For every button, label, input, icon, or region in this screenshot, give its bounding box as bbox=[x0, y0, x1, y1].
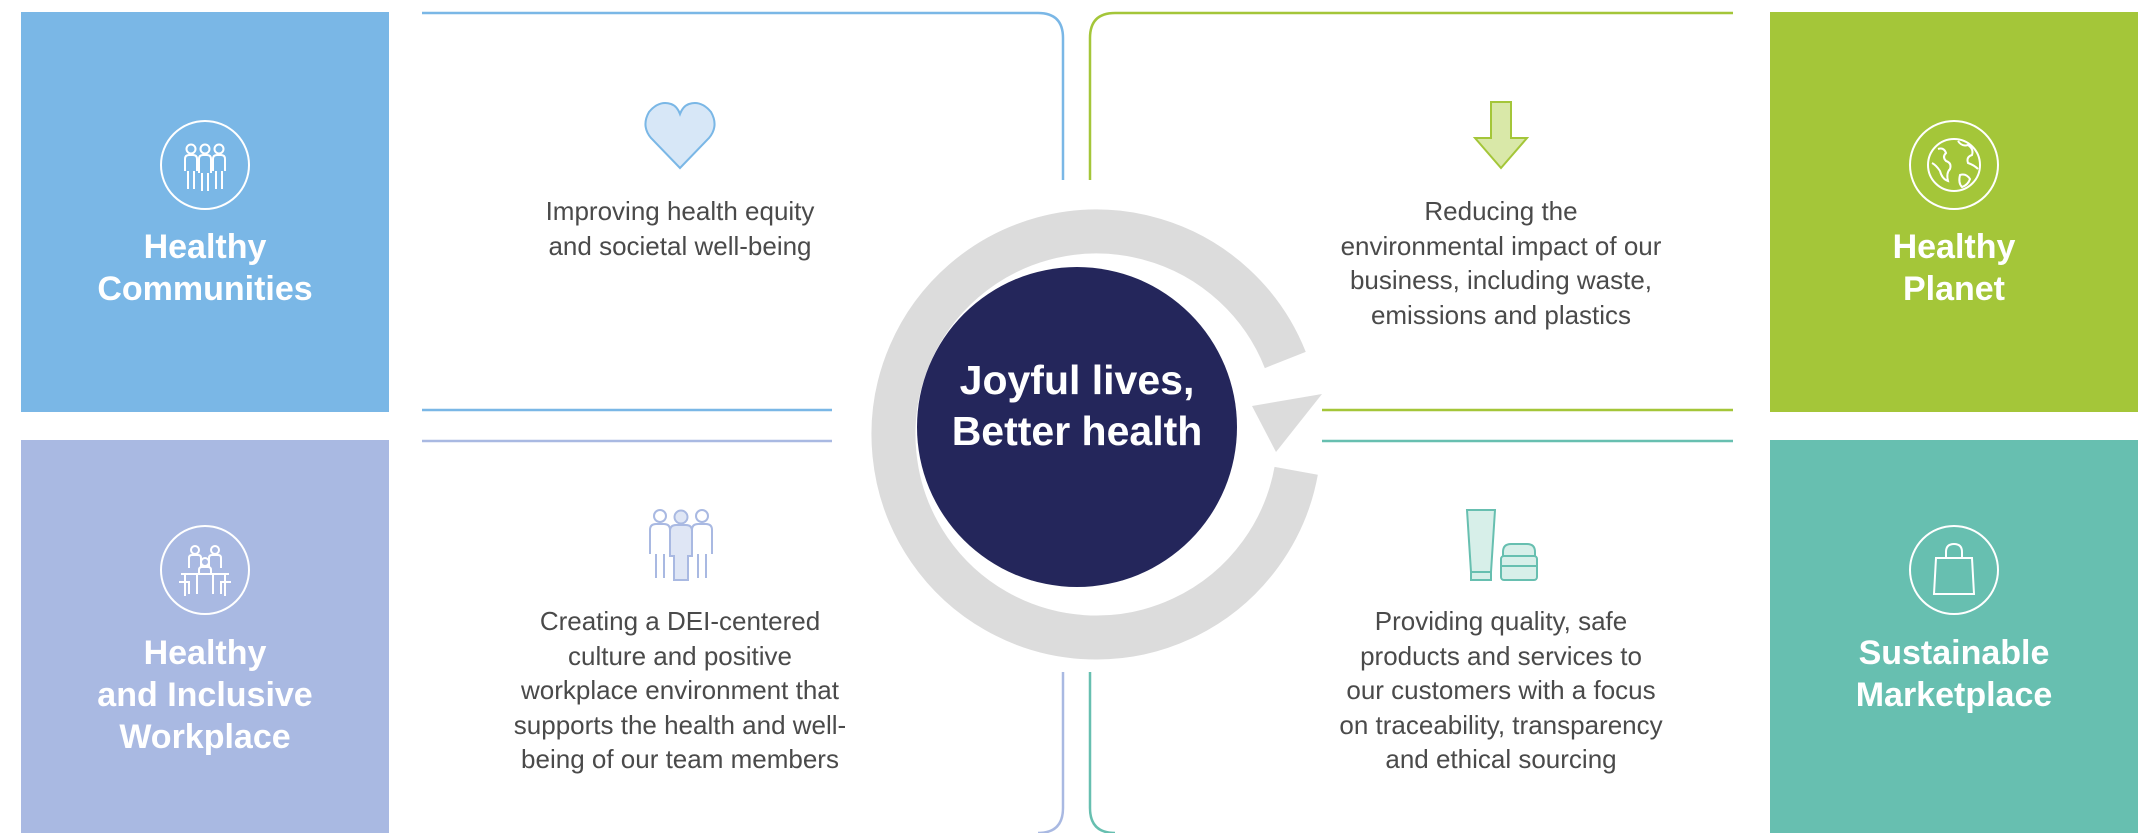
title-line: and Inclusive bbox=[97, 676, 313, 714]
description-line: and societal well-being bbox=[548, 230, 812, 261]
description-line: products and services to bbox=[1360, 640, 1642, 671]
healthy-planet-title: Healthy Planet bbox=[1770, 226, 2138, 310]
description-line: emissions and plastics bbox=[1370, 299, 1632, 330]
title-line: Healthy bbox=[143, 634, 267, 672]
meeting-table-icon bbox=[159, 524, 251, 616]
healthy-communities-box: Healthy Communities bbox=[21, 12, 389, 412]
cosmetics-icon bbox=[1463, 508, 1539, 584]
planet-frame-top bbox=[1088, 11, 1733, 180]
description-line: business, including waste, bbox=[1349, 265, 1653, 295]
title-line: Marketplace bbox=[1855, 676, 2053, 714]
description-line: supports the health and well- bbox=[513, 709, 847, 740]
title-line: Healthy bbox=[143, 228, 267, 266]
team-members-icon bbox=[644, 508, 718, 582]
description-line: workplace environment that bbox=[521, 675, 839, 705]
description-line: Reducing the bbox=[1424, 196, 1578, 226]
center-text: Joyful lives, Better health bbox=[916, 355, 1238, 457]
heart-icon bbox=[643, 100, 717, 172]
healthy-inclusive-workplace-box: Healthy and Inclusive Workplace bbox=[21, 440, 389, 833]
sustainable-marketplace-title: Sustainable Marketplace bbox=[1770, 632, 2138, 716]
description-line: on traceability, transparency bbox=[1339, 709, 1663, 740]
workplace-description: Creating a DEI-centered culture and posi… bbox=[470, 604, 890, 777]
description-line: environmental impact of our bbox=[1340, 230, 1662, 261]
center-circle bbox=[917, 267, 1237, 587]
description-line: our customers with a focus bbox=[1346, 675, 1656, 705]
title-line: Planet bbox=[1902, 270, 2006, 308]
center-line-1: Joyful lives, bbox=[959, 357, 1195, 403]
sustainable-marketplace-box: Sustainable Marketplace bbox=[1770, 440, 2138, 833]
community-people-icon bbox=[159, 119, 251, 211]
title-line: Workplace bbox=[119, 718, 291, 756]
planet-description: Reducing the environmental impact of our… bbox=[1296, 194, 1706, 332]
description-line: and ethical sourcing bbox=[1385, 744, 1617, 774]
description-line: Improving health equity bbox=[545, 196, 815, 226]
shopping-bag-icon bbox=[1908, 524, 2000, 616]
center-line-2: Better health bbox=[951, 408, 1203, 454]
cycle-arrow-head bbox=[1252, 394, 1322, 452]
communities-description: Improving health equity and societal wel… bbox=[470, 194, 890, 263]
cycle-arrow-ring bbox=[871, 209, 1318, 660]
title-line: Sustainable bbox=[1858, 634, 2050, 672]
down-arrow-icon bbox=[1471, 100, 1531, 172]
healthy-planet-box: Healthy Planet bbox=[1770, 12, 2138, 412]
globe-icon bbox=[1908, 119, 2000, 211]
title-line: Healthy bbox=[1892, 228, 2016, 266]
description-line: Providing quality, safe bbox=[1374, 606, 1628, 636]
healthy-communities-title: Healthy Communities bbox=[21, 226, 389, 310]
description-line: culture and positive bbox=[567, 640, 793, 671]
description-line: being of our team members bbox=[521, 744, 839, 774]
healthy-inclusive-workplace-title: Healthy and Inclusive Workplace bbox=[21, 632, 389, 758]
title-line: Communities bbox=[97, 270, 313, 308]
description-line: Creating a DEI-centered bbox=[539, 606, 821, 636]
communities-frame-top bbox=[422, 11, 1065, 180]
marketplace-description: Providing quality, safe products and ser… bbox=[1296, 604, 1706, 777]
